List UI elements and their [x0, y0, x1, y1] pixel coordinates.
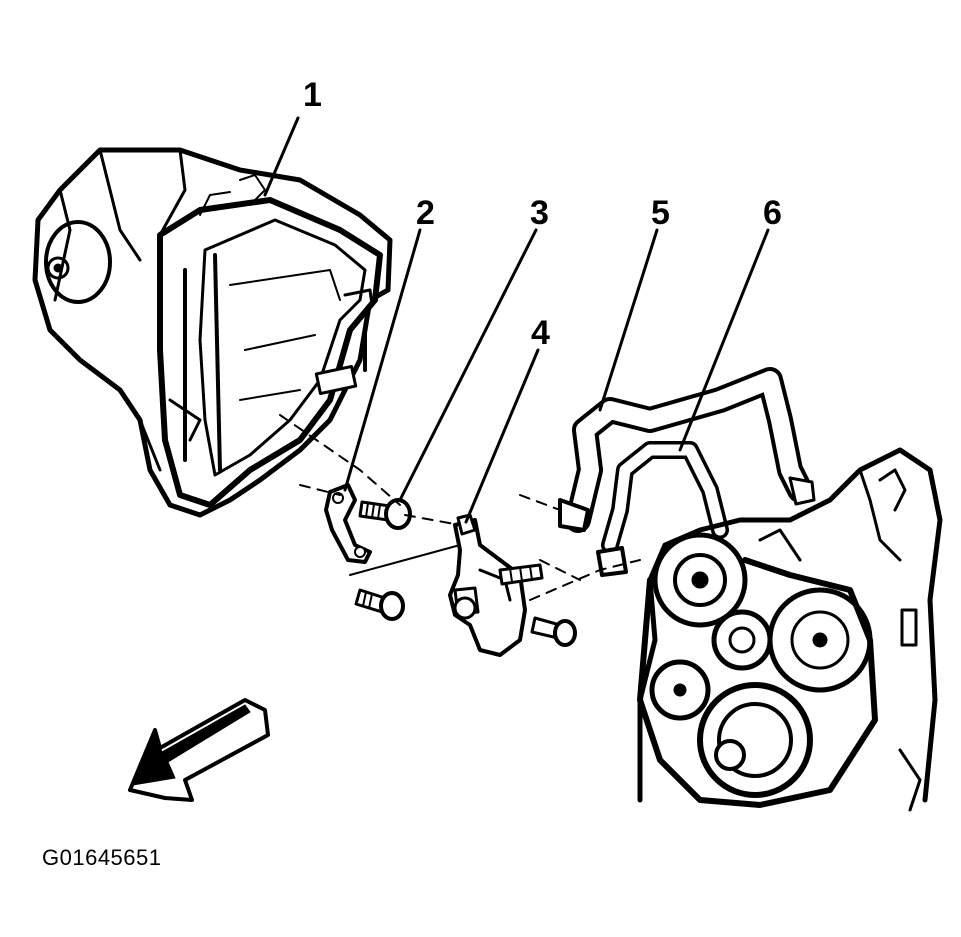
- hose-part-5: [558, 367, 816, 533]
- callout-3: 3: [530, 194, 549, 232]
- bolt-part-lower: [354, 588, 405, 621]
- callout-1: 1: [303, 76, 322, 114]
- callout-4: 4: [531, 314, 550, 352]
- bolt-part-upper: [358, 498, 412, 530]
- leader-lines: [263, 116, 770, 524]
- housing-assembly: [32, 147, 393, 518]
- callout-2: 2: [416, 194, 435, 232]
- valve-part: [448, 513, 577, 657]
- callout-6: 6: [763, 194, 782, 232]
- callout-5: 5: [651, 194, 670, 232]
- bracket-part: [324, 483, 372, 564]
- front-direction-arrow-icon: [128, 698, 270, 802]
- figure-id: G01645651: [42, 845, 162, 870]
- engine-assembly: [637, 447, 943, 812]
- alignment-lines: [279, 414, 641, 601]
